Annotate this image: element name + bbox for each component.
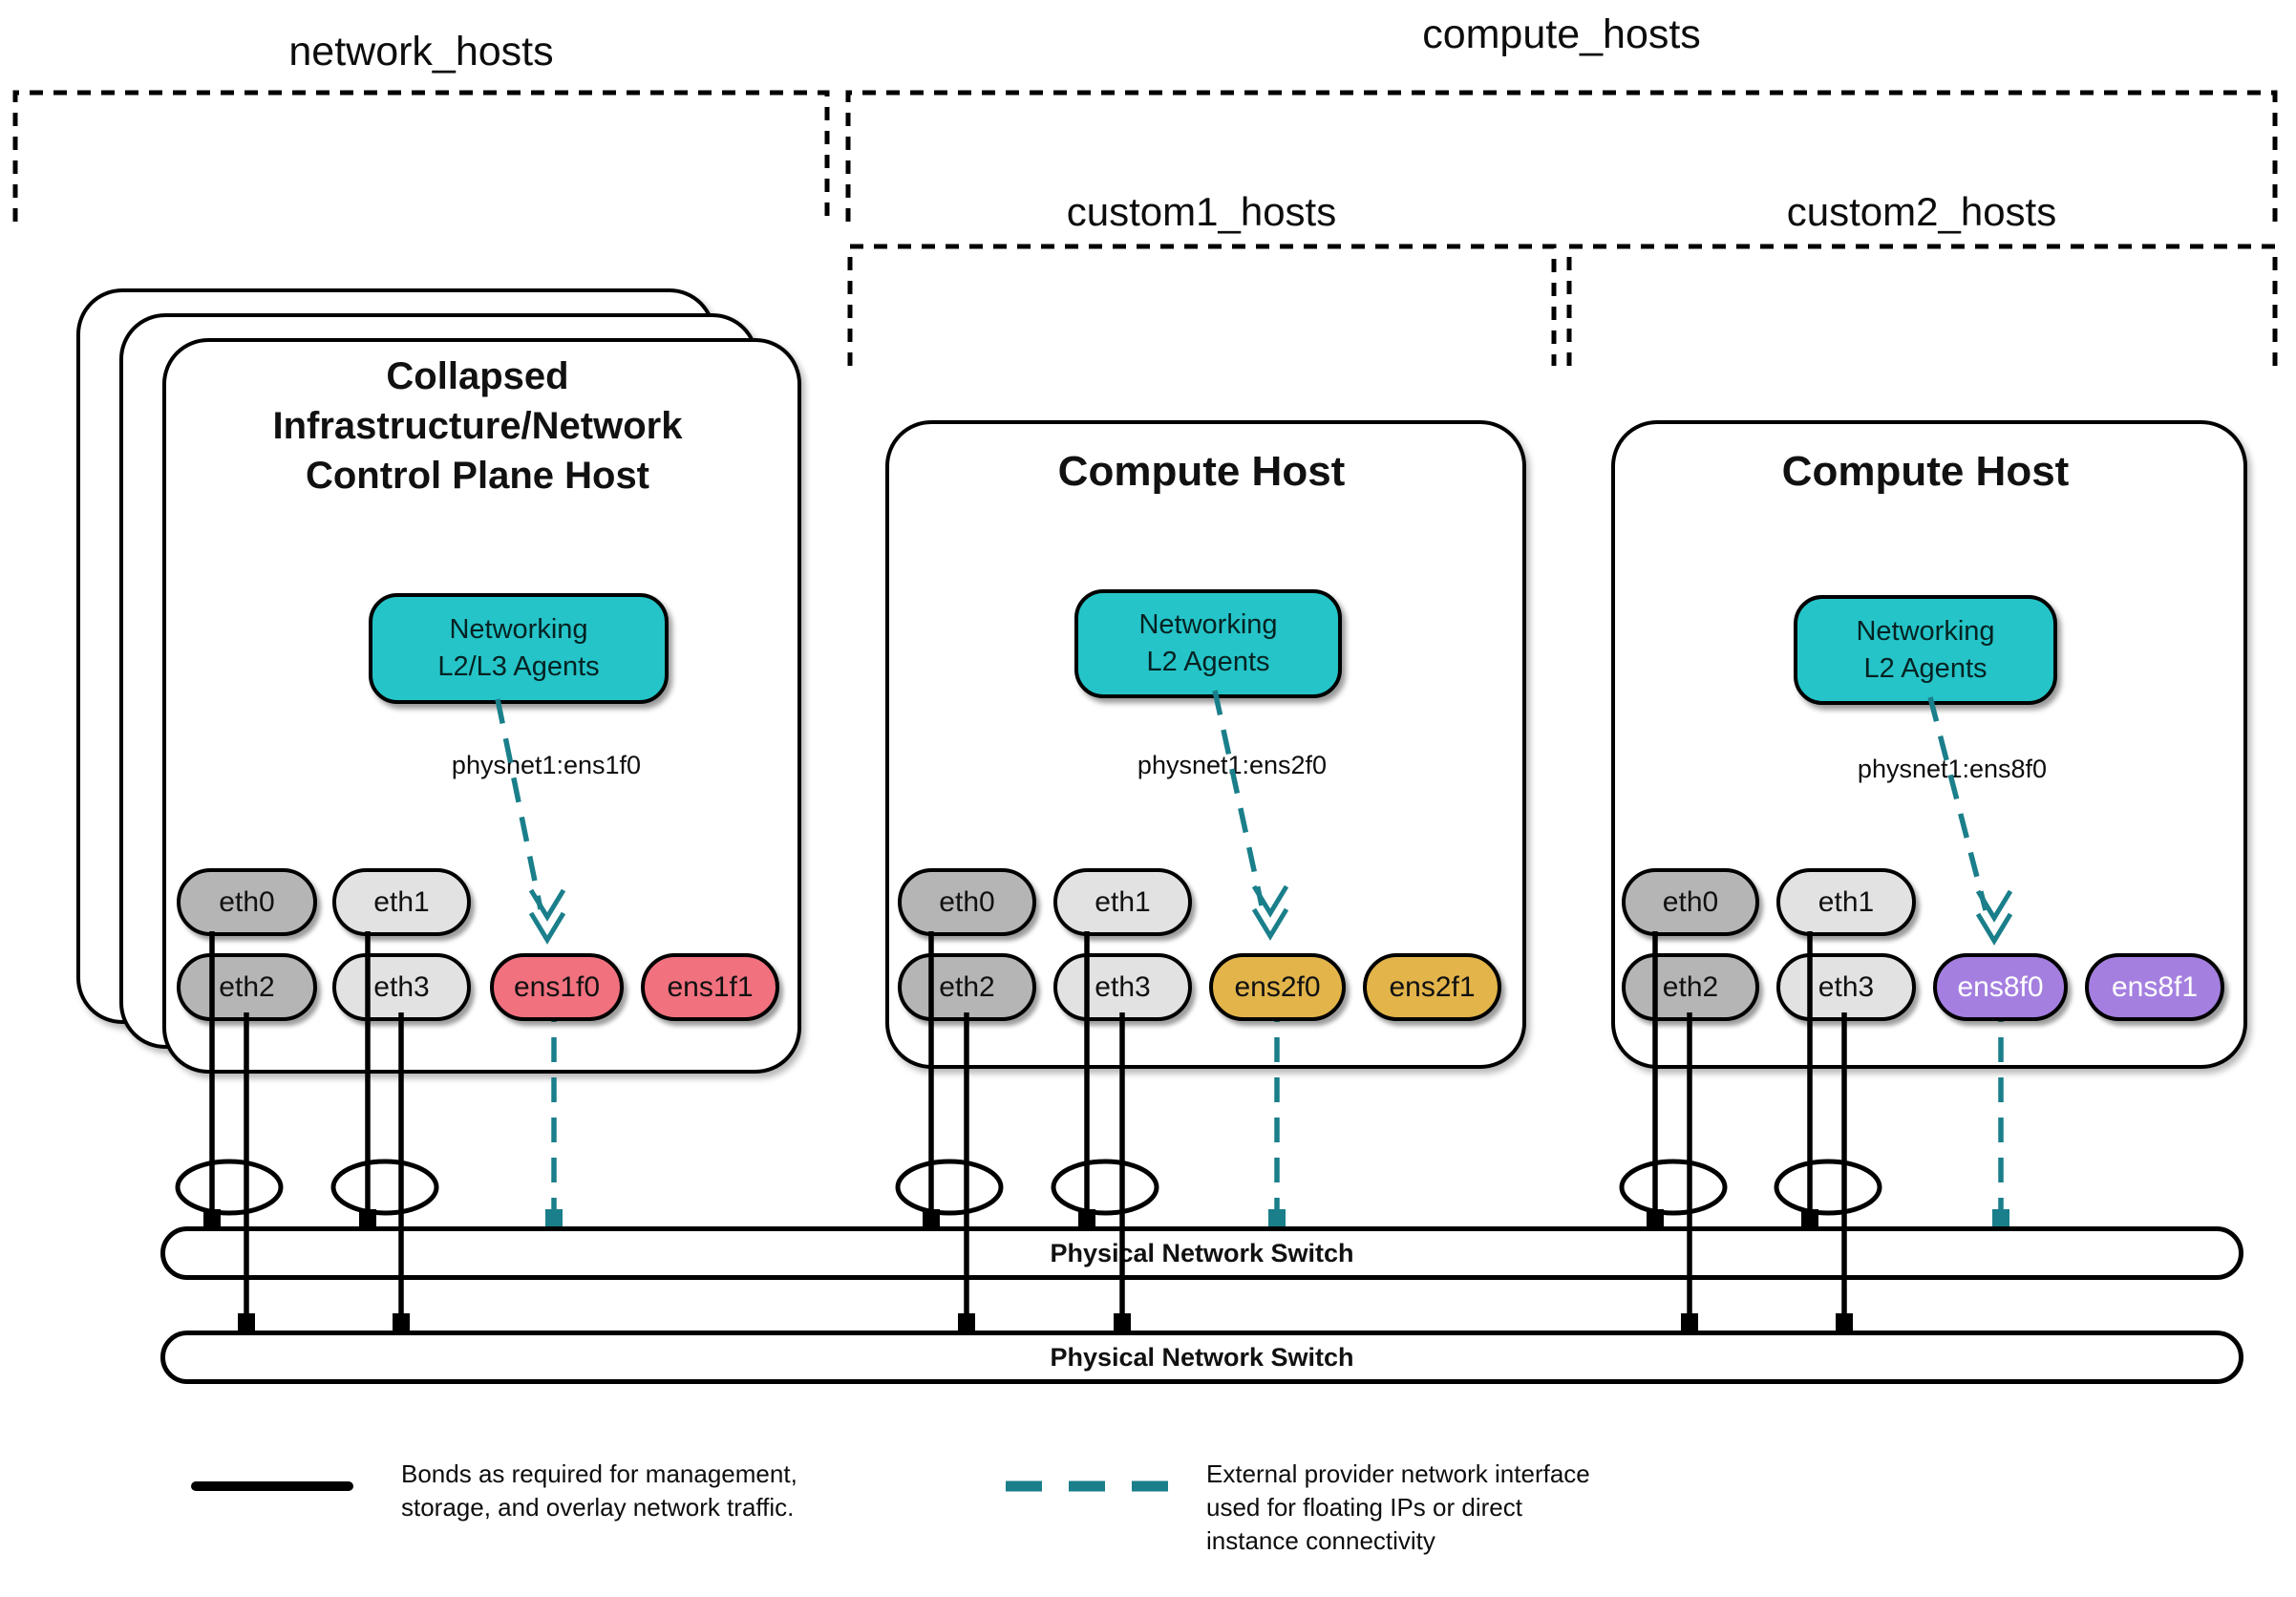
bracket-custom2-hosts [1566, 244, 2278, 366]
physnet-label-host2: physnet1:ens8f0 [1857, 755, 2048, 783]
nic-pill-eth3: eth3 [332, 953, 471, 1021]
control-plane-host-title-line2: Infrastructure/Network [272, 405, 683, 447]
agent-box-host2-line1: Networking [1856, 615, 1995, 647]
nic-pill-h2-eth0: eth0 [1622, 868, 1759, 936]
group-label-compute-hosts: compute_hosts [1422, 11, 1701, 57]
physical-network-switch-1: Physical Network Switch [160, 1226, 2243, 1280]
physical-network-switch-2-label: Physical Network Switch [1050, 1342, 1354, 1372]
control-plane-host-box [162, 338, 801, 1074]
switch1-connector-squares [203, 1209, 1818, 1226]
nic-pill-ens8f1: ens8f1 [2085, 953, 2224, 1021]
physical-network-switch-1-label: Physical Network Switch [1050, 1238, 1354, 1267]
compute-host1-title: Compute Host [1057, 448, 1346, 495]
nic-pill-ens1f0: ens1f0 [490, 953, 624, 1021]
agent-box-host2-line2: L2 Agents [1863, 652, 1988, 684]
control-plane-host-title: Collapsed Infrastructure/Network Control… [191, 351, 764, 500]
compute-host2-title: Compute Host [1781, 448, 2070, 495]
nic-pill-ens1f1: ens1f1 [641, 953, 779, 1021]
agent-box-l2-host2: Networking L2 Agents [1794, 595, 2057, 705]
nic-pill-h1-eth0: eth0 [898, 868, 1036, 936]
legend-bond-line1: Bonds as required for management, [401, 1459, 797, 1488]
nic-pill-h2-eth3: eth3 [1776, 953, 1916, 1021]
legend-bond-text: Bonds as required for management, storag… [401, 1458, 936, 1524]
nic-pill-eth0: eth0 [177, 868, 317, 936]
physical-network-switch-2: Physical Network Switch [160, 1331, 2243, 1384]
agent-box-l2-host1: Networking L2 Agents [1074, 589, 1342, 698]
nic-pill-h2-eth1: eth1 [1776, 868, 1916, 936]
control-plane-host-title-line1: Collapsed [386, 355, 569, 397]
nic-pill-h1-eth1: eth1 [1053, 868, 1192, 936]
agent-box-host1-line2: L2 Agents [1146, 647, 1270, 677]
group-label-network-hosts: network_hosts [288, 29, 554, 75]
nic-pill-ens2f0: ens2f0 [1209, 953, 1346, 1021]
legend-external-line2: used for floating IPs or direct [1206, 1493, 1522, 1522]
physnet-label-host0: physnet1:ens1f0 [451, 751, 642, 779]
legend-external-line3: instance connectivity [1206, 1526, 1435, 1555]
nic-pill-h2-eth2: eth2 [1622, 953, 1759, 1021]
physnet-label-host1: physnet1:ens2f0 [1137, 751, 1328, 779]
provider-connector-squares [545, 1209, 2009, 1226]
legend-solid-swatch [191, 1481, 353, 1491]
nic-pill-h1-eth3: eth3 [1053, 953, 1192, 1021]
nic-pill-eth1: eth1 [332, 868, 471, 936]
nic-pill-eth2: eth2 [177, 953, 317, 1021]
nic-pill-h1-eth2: eth2 [898, 953, 1036, 1021]
control-plane-host-title-line3: Control Plane Host [305, 455, 650, 497]
legend-external-line1: External provider network interface [1206, 1459, 1590, 1488]
agent-box-l2-l3-line1: Networking [449, 614, 588, 645]
agent-box-l2-l3-line2: L2/L3 Agents [437, 651, 600, 682]
nic-pill-ens2f1: ens2f1 [1363, 953, 1501, 1021]
legend-bond-line2: storage, and overlay network traffic. [401, 1493, 795, 1522]
legend-external-text: External provider network interface used… [1206, 1458, 1741, 1558]
bond-ellipses [175, 1159, 1882, 1216]
agent-box-l2-l3: Networking L2/L3 Agents [369, 593, 669, 704]
group-label-custom1-hosts: custom1_hosts [1066, 189, 1337, 234]
nic-pill-ens8f0: ens8f0 [1933, 953, 2068, 1021]
switch2-connector-squares [238, 1313, 1853, 1331]
group-label-custom2-hosts: custom2_hosts [1786, 189, 2057, 234]
bracket-custom1-hosts [847, 244, 1557, 366]
agent-box-host1-line1: Networking [1138, 609, 1278, 640]
bracket-network-hosts [12, 90, 830, 222]
